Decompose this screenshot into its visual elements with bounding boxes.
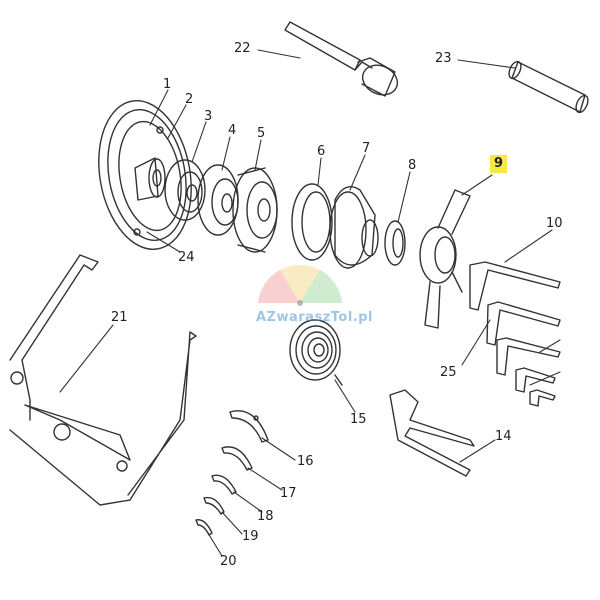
callout-8: 8 xyxy=(408,158,417,173)
callout-17: 17 xyxy=(280,486,297,501)
part-8-small-ring xyxy=(384,220,406,266)
callout-18: 18 xyxy=(257,509,274,524)
callout-24: 24 xyxy=(178,250,195,265)
part-14-clamp xyxy=(389,389,475,477)
part-5-cone xyxy=(232,167,278,253)
callout-14: 14 xyxy=(495,429,512,444)
part-20-clip xyxy=(195,519,213,536)
part-9-wing-nut xyxy=(419,189,471,329)
part-7-cup xyxy=(329,186,379,269)
watermark-logo-icon xyxy=(258,264,342,306)
callout-25: 25 xyxy=(440,365,457,380)
callout-6: 6 xyxy=(317,144,326,159)
part-6-ring xyxy=(291,183,333,261)
callout-21: 21 xyxy=(111,310,128,325)
callout-22: 22 xyxy=(234,41,251,56)
part-23-rod xyxy=(508,60,589,114)
callout-20: 20 xyxy=(220,554,237,569)
part-15-spring xyxy=(289,319,343,386)
callout-9: 9 xyxy=(490,155,508,173)
part-19-clip xyxy=(203,496,225,515)
part-1-backing-plate xyxy=(98,100,192,250)
callout-10: 10 xyxy=(546,216,563,231)
watermark-text: AZwaraszTol.pl xyxy=(256,310,373,325)
callout-5: 5 xyxy=(257,126,266,141)
part-22-handle xyxy=(284,21,399,97)
callout-4: 4 xyxy=(228,123,237,138)
part-18-clip xyxy=(211,474,237,495)
part-10-hex-keys xyxy=(469,261,561,407)
part-17-clip xyxy=(221,446,253,471)
part-21-frame xyxy=(9,254,197,506)
callout-16: 16 xyxy=(297,454,314,469)
callout-15: 15 xyxy=(350,412,367,427)
callout-19: 19 xyxy=(242,529,259,544)
part-3-cone xyxy=(164,159,206,221)
callout-2: 2 xyxy=(185,92,194,107)
part-4-cone xyxy=(197,164,239,236)
callout-1: 1 xyxy=(163,77,172,92)
part-16-clip xyxy=(229,410,269,443)
callout-23: 23 xyxy=(435,51,452,66)
part-2-hub-cone xyxy=(134,157,166,201)
callout-7: 7 xyxy=(362,141,371,156)
leader-lines xyxy=(59,49,561,557)
callout-3: 3 xyxy=(204,109,213,124)
